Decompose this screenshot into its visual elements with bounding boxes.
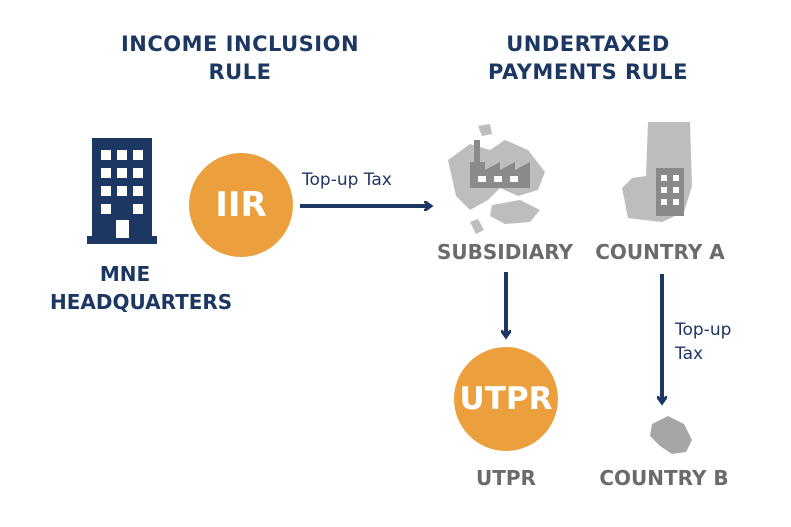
heading-left-line2: RULE	[208, 60, 272, 84]
country-b-label: COUNTRY B	[599, 466, 729, 490]
hq-label-line1: MNE	[99, 262, 151, 286]
utpr-circle-text: UTPR	[459, 381, 553, 417]
hq-label: MNE HEADQUARTERS	[50, 260, 233, 316]
building-map-icon	[622, 122, 692, 222]
edge-label-top-up-tax-vertical: Top-up Tax	[675, 318, 731, 366]
heading-undertaxed-payments-rule: UNDERTAXED PAYMENTS RULE	[458, 30, 718, 86]
heading-income-inclusion-rule: INCOME INCLUSION RULE	[100, 30, 380, 86]
edge-label-top-up-tax: Top-up Tax	[302, 170, 392, 190]
edge-label-line1: Top-up	[675, 320, 732, 340]
country-map-icon	[650, 416, 692, 454]
iir-circle: IIR	[189, 153, 293, 257]
heading-right-line2: PAYMENTS RULE	[488, 60, 688, 84]
edge-label-line2: Tax	[675, 344, 704, 364]
factory-map-icon	[448, 124, 545, 234]
hq-label-line2: HEADQUARTERS	[50, 290, 233, 314]
office-building-icon	[87, 138, 157, 244]
heading-right-line1: UNDERTAXED	[506, 32, 670, 56]
subsidiary-label: SUBSIDIARY	[436, 240, 574, 264]
heading-left-line1: INCOME INCLUSION	[120, 32, 360, 56]
utpr-circle: UTPR	[454, 347, 558, 451]
country-a-label: COUNTRY A	[595, 240, 725, 264]
utpr-label: UTPR	[476, 466, 536, 490]
iir-circle-text: IIR	[215, 185, 267, 225]
